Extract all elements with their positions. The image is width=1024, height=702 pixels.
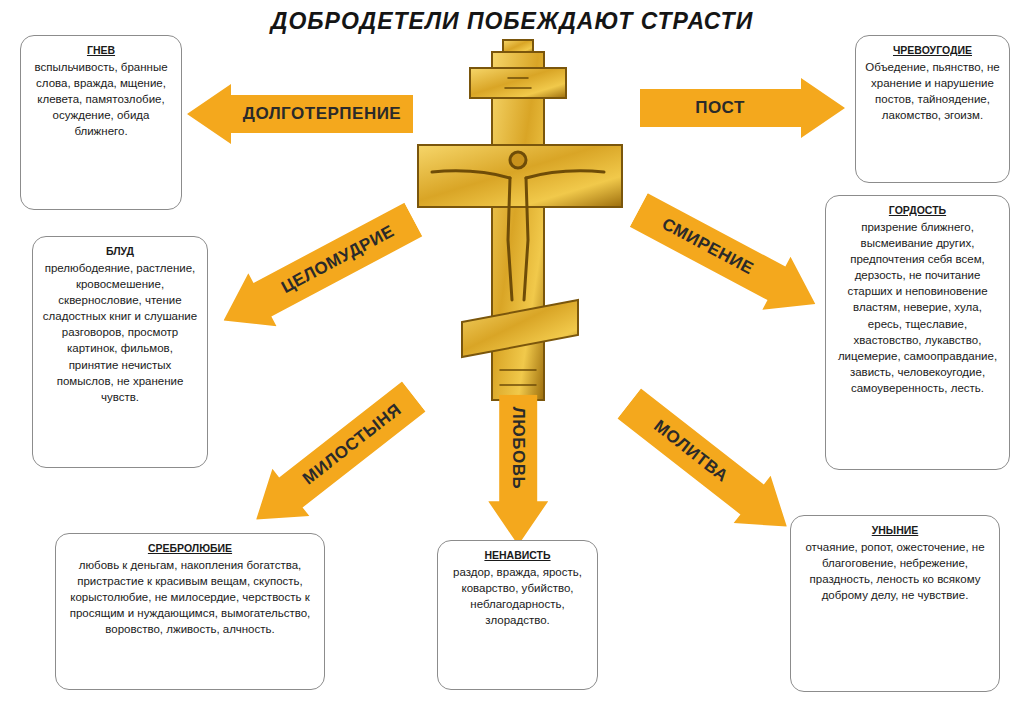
diagram-title: ДОБРОДЕТЕЛИ ПОБЕЖДАЮТ СТРАСТИ [0,8,1024,35]
arrow-fill [611,380,806,550]
virtue-label: ЦЕЛОМУДРИЕ [248,193,427,326]
figure-arms [432,171,604,178]
passion-list: раздор, вражда, ярость, коварство, убийс… [447,564,588,628]
cross-foot-bar [462,300,578,357]
arrow-fill [488,395,548,545]
passion-heading: БЛУД [42,245,198,257]
passion-box: ГНЕВ вспыльчивость, бранные слова, вражда… [20,35,182,210]
arrow-fill [209,193,427,347]
passion-heading: ГОРДОСТЬ [835,204,1000,216]
passion-list: прелюбодеяние, растление, кровосмешение,… [42,260,198,405]
passion-box: СРЕБРОЛЮБИЕ любовь к деньгам, накопления … [55,533,325,690]
virtue-label: СМИРЕНИЕ [625,184,791,310]
virtue-arrow: СМИРЕНИЕ [625,184,830,331]
passion-box: БЛУД прелюбодеяние, растление, кровосмеше… [32,236,208,468]
arrow-fill [640,78,845,138]
passion-list: Объедение, пьянство, не хранение и наруш… [865,59,1000,123]
cross-shape [418,40,622,400]
corpus-figure [432,78,604,385]
virtue-label: ЛЮБОВЬ [488,395,548,501]
arrow-fill [238,373,433,543]
passion-heading: НЕНАВИСТЬ [447,549,588,561]
passion-box: ГОРДОСТЬ призрение ближнего, высмеивание … [825,195,1010,470]
virtue-label: МИЛОСТЫНЯ [272,373,432,516]
virtue-arrow: ДОЛГОТЕРПЕНИЕ [187,84,413,144]
arrow-fill [187,84,413,144]
passion-list: призрение ближнего, высмеивание других, … [835,219,1000,396]
virtue-arrow: ЛЮБОВЬ [488,395,548,545]
figure-head [510,152,526,168]
passion-list: вспыльчивость, бранные слова, вражда, мщ… [30,59,172,139]
passion-list: любовь к деньгам, накопления богатства, … [65,557,315,637]
passion-heading: ГНЕВ [30,44,172,56]
passion-box: УНЫНИЕ отчаяние, ропот, ожесточение, не б… [790,515,1000,692]
title-bar-marks [505,78,531,88]
passion-list: отчаяние, ропот, ожесточение, не благого… [800,539,990,603]
cross-main-bar [418,145,622,207]
figure-body [508,178,528,300]
passion-heading: СРЕБРОЛЮБИЕ [65,542,315,554]
virtue-arrow: МОЛИТВА [611,380,806,550]
arrow-fill [625,184,830,331]
virtue-arrow: ЦЕЛОМУДРИЕ [209,193,427,347]
passion-heading: УНЫНИЕ [800,524,990,536]
virtue-label: ПОСТ [640,78,801,138]
upright-marks [500,370,536,385]
virtue-label: МОЛИТВА [611,380,771,523]
virtue-arrow: МИЛОСТЫНЯ [238,373,433,543]
cross-title-bar [470,68,566,98]
passion-box: ЧРЕВОУГОДИЕ Объедение, пьянство, не хране… [855,35,1010,183]
passion-heading: ЧРЕВОУГОДИЕ [865,44,1000,56]
virtue-arrow: ПОСТ [640,78,845,138]
virtue-label: ДОЛГОТЕРПЕНИЕ [231,84,413,144]
passion-box: НЕНАВИСТЬ раздор, вражда, ярость, коварст… [437,540,598,690]
